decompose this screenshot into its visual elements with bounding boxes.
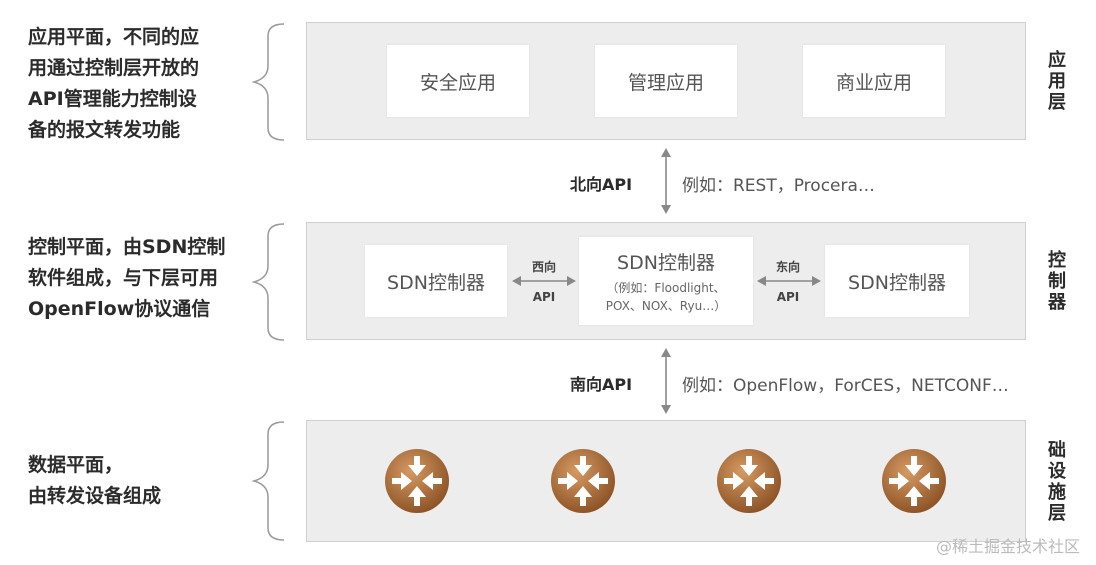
control-plane-description: 控制平面，由SDN控制 软件组成，与下层可用 OpenFlow协议通信 bbox=[28, 236, 226, 320]
sdn-controller-left: SDN控制器 bbox=[365, 245, 507, 317]
sdn-controller-right: SDN控制器 bbox=[825, 245, 969, 317]
app-box-business: 商业应用 bbox=[803, 45, 945, 117]
northbound-api-example: 例如：REST，Procera… bbox=[682, 176, 875, 196]
app-label-management: 管理应用 bbox=[627, 71, 704, 94]
app-label-business: 商业应用 bbox=[835, 71, 912, 94]
southbound-api-example: 例如：OpenFlow，ForCES，NETCONF… bbox=[682, 376, 1009, 396]
app-box-security: 安全应用 bbox=[387, 45, 529, 117]
west-api-top: 西向 bbox=[531, 260, 556, 274]
application-plane-description: 应用平面，不同的应 用通过控制层开放的 API管理能力控制设 备的报文转发功能 bbox=[28, 26, 200, 141]
sdn-controller-left-label: SDN控制器 bbox=[387, 271, 485, 294]
southbound-api-label: 南向API bbox=[570, 375, 633, 394]
router-icon bbox=[385, 449, 449, 513]
infrastructure-layer-label: 础设施层 bbox=[1048, 440, 1066, 524]
watermark: @稀土掘金技术社区 bbox=[935, 537, 1080, 556]
southbound-arrow bbox=[661, 348, 671, 414]
sdn-controller-examples: （例如：Floodlight、 POX、NOX、Ryu…） bbox=[605, 280, 727, 313]
app-box-management: 管理应用 bbox=[595, 45, 737, 117]
west-api-arrow bbox=[512, 276, 576, 286]
sdn-controller-center: SDN控制器 （例如：Floodlight、 POX、NOX、Ryu…） bbox=[579, 237, 753, 325]
sdn-controller-right-label: SDN控制器 bbox=[848, 271, 946, 294]
control-layer-label: 控制器 bbox=[1048, 250, 1066, 313]
west-api-bottom: API bbox=[532, 290, 556, 304]
application-layer-label: 应用层 bbox=[1048, 50, 1066, 113]
data-plane-description: 数据平面， 由转发设备组成 bbox=[28, 454, 162, 507]
application-layer: 安全应用 管理应用 商业应用 bbox=[306, 22, 1026, 140]
northbound-arrow bbox=[661, 148, 671, 214]
app-label-security: 安全应用 bbox=[419, 71, 496, 94]
router-icon bbox=[717, 449, 781, 513]
east-api-arrow bbox=[757, 276, 821, 286]
application-bracket bbox=[251, 23, 285, 141]
router-icon bbox=[551, 449, 615, 513]
east-api-top: 东向 bbox=[775, 260, 800, 274]
east-api-bottom: API bbox=[776, 290, 800, 304]
sdn-controller-center-label: SDN控制器 bbox=[617, 251, 715, 274]
data-bracket bbox=[251, 421, 285, 541]
router-icon bbox=[882, 449, 946, 513]
control-bracket bbox=[251, 223, 285, 341]
control-layer: SDN控制器 SDN控制器 （例如：Floodlight、 POX、NOX、Ry… bbox=[306, 222, 1026, 340]
northbound-api-label: 北向API bbox=[570, 175, 633, 194]
